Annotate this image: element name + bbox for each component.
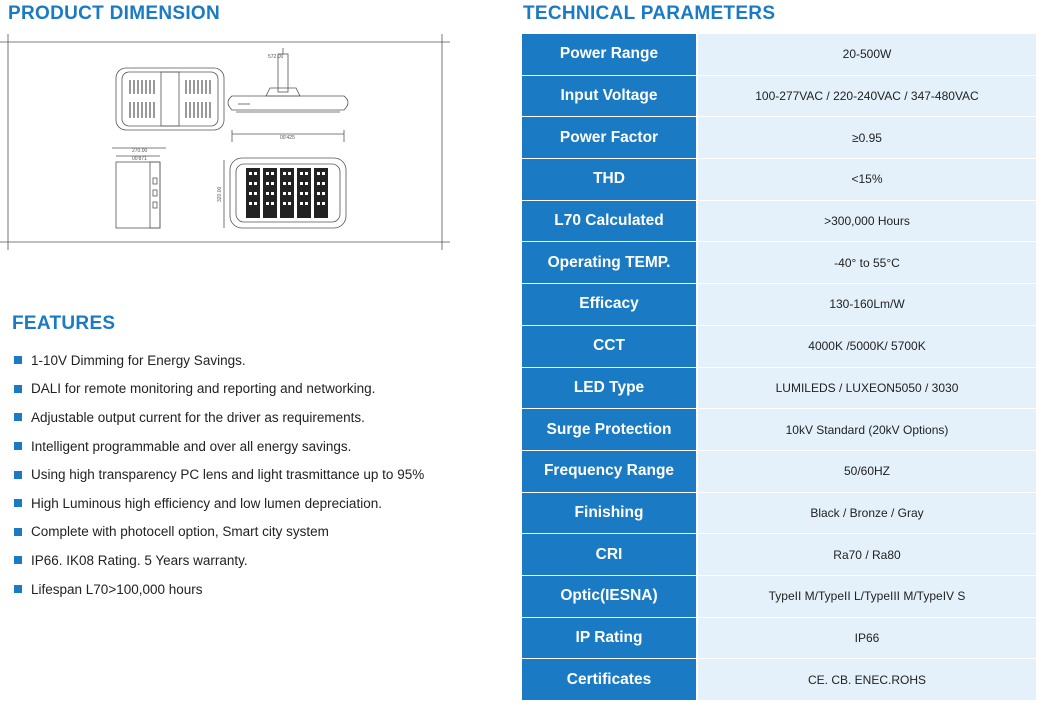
param-value: 130-160Lm/W: [696, 284, 1036, 326]
feature-item: High Luminous high efficiency and low lu…: [14, 489, 424, 518]
param-label: CRI: [522, 534, 696, 576]
param-label: Power Range: [522, 34, 696, 76]
param-value: IP66: [696, 617, 1036, 660]
square-bullet-icon: [14, 413, 22, 422]
square-bullet-icon: [14, 556, 22, 565]
square-bullet-icon: [14, 442, 22, 451]
param-value: 20-500W: [696, 34, 1036, 76]
param-row-thd: THD<15%: [522, 159, 1036, 201]
feature-text: Complete with photocell option, Smart ci…: [31, 524, 329, 540]
param-label: CCT: [522, 325, 696, 368]
feature-item: 1-10V Dimming for Energy Savings.: [14, 346, 424, 375]
param-row-power-factor: Power Factor≥0.95: [522, 117, 1036, 160]
param-label: Power Factor: [522, 117, 696, 160]
feature-item: IP66. IK08 Rating. 5 Years warranty.: [14, 546, 424, 575]
param-value: 50/60HZ: [696, 450, 1036, 493]
param-label: Finishing: [522, 492, 696, 535]
features-list: 1-10V Dimming for Energy Savings. DALI f…: [14, 346, 424, 603]
param-label: Frequency Range: [522, 450, 696, 493]
dim-label-top: 572.00: [268, 54, 284, 60]
param-label: Certificates: [522, 659, 696, 701]
param-label: L70 Calculated: [522, 200, 696, 243]
param-label: Surge Protection: [522, 409, 696, 451]
param-value: -40° to 55°C: [696, 242, 1036, 285]
front-view-fixture: [223, 157, 347, 229]
feature-text: Lifespan L70>100,000 hours: [31, 581, 203, 597]
param-value: ≥0.95: [696, 117, 1036, 160]
end-view-fixture: [112, 147, 166, 229]
param-label: Input Voltage: [522, 75, 696, 118]
param-value: <15%: [696, 159, 1036, 201]
param-value: LUMILEDS / LUXEON5050 / 3030: [696, 367, 1036, 410]
param-value: Ra70 / Ra80: [696, 534, 1036, 576]
param-value: 10kV Standard (20kV Options): [696, 409, 1036, 451]
param-row-optic: Optic(IESNA)TypeII M/TypeII L/TypeIII M/…: [522, 575, 1036, 618]
dim-label-vertical: 320.00: [217, 186, 223, 202]
param-label: IP Rating: [522, 617, 696, 660]
param-row-operating-temp: Operating TEMP.-40° to 55°C: [522, 242, 1036, 285]
param-label: Efficacy: [522, 284, 696, 326]
feature-text: Using high transparency PC lens and ligh…: [31, 467, 425, 483]
features-heading: FEATURES: [12, 313, 116, 334]
square-bullet-icon: [14, 585, 22, 594]
feature-item: Using high transparency PC lens and ligh…: [14, 460, 424, 489]
feature-text: Adjustable output current for the driver…: [31, 409, 365, 425]
param-value: CE. CB. ENEC.ROHS: [696, 659, 1036, 701]
product-dimension-drawing: 572.00 00'425 270.00 00'871 320.00: [0, 34, 450, 250]
top-view-fixture: [115, 67, 225, 131]
param-value: TypeII M/TypeII L/TypeIII M/TypeIV S: [696, 575, 1036, 618]
param-label: THD: [522, 159, 696, 201]
feature-item: DALI for remote monitoring and reporting…: [14, 375, 424, 404]
product-dimension-heading: PRODUCT DIMENSION: [8, 3, 220, 24]
param-label: LED Type: [522, 367, 696, 410]
feature-item: Complete with photocell option, Smart ci…: [14, 518, 424, 547]
feature-item: Intelligent programmable and over all en…: [14, 432, 424, 461]
feature-text: High Luminous high efficiency and low lu…: [31, 495, 382, 511]
square-bullet-icon: [14, 527, 22, 536]
dim-label-side-b: 00'871: [132, 156, 147, 162]
param-value: 4000K /5000K/ 5700K: [696, 325, 1036, 368]
param-value: 100-277VAC / 220-240VAC / 347-480VAC: [696, 75, 1036, 118]
feature-text: IP66. IK08 Rating. 5 Years warranty.: [31, 552, 248, 568]
param-row-l70: L70 Calculated>300,000 Hours: [522, 200, 1036, 243]
square-bullet-icon: [14, 499, 22, 508]
feature-text: Intelligent programmable and over all en…: [31, 438, 352, 454]
feature-item: Lifespan L70>100,000 hours: [14, 575, 424, 604]
feature-text: DALI for remote monitoring and reporting…: [31, 381, 376, 397]
param-label: Operating TEMP.: [522, 242, 696, 285]
side-view-fixture: [227, 48, 349, 113]
feature-item: Adjustable output current for the driver…: [14, 403, 424, 432]
technical-parameters-heading: TECHNICAL PARAMETERS: [523, 3, 776, 24]
feature-text: 1-10V Dimming for Energy Savings.: [31, 352, 246, 368]
square-bullet-icon: [14, 470, 22, 479]
square-bullet-icon: [14, 356, 22, 365]
param-label: Optic(IESNA): [522, 575, 696, 618]
square-bullet-icon: [14, 384, 22, 393]
param-value: Black / Bronze / Gray: [696, 492, 1036, 535]
param-value: >300,000 Hours: [696, 200, 1036, 243]
dim-label-width: 00'425: [280, 135, 295, 141]
dim-label-side-a: 270.00: [132, 148, 148, 154]
